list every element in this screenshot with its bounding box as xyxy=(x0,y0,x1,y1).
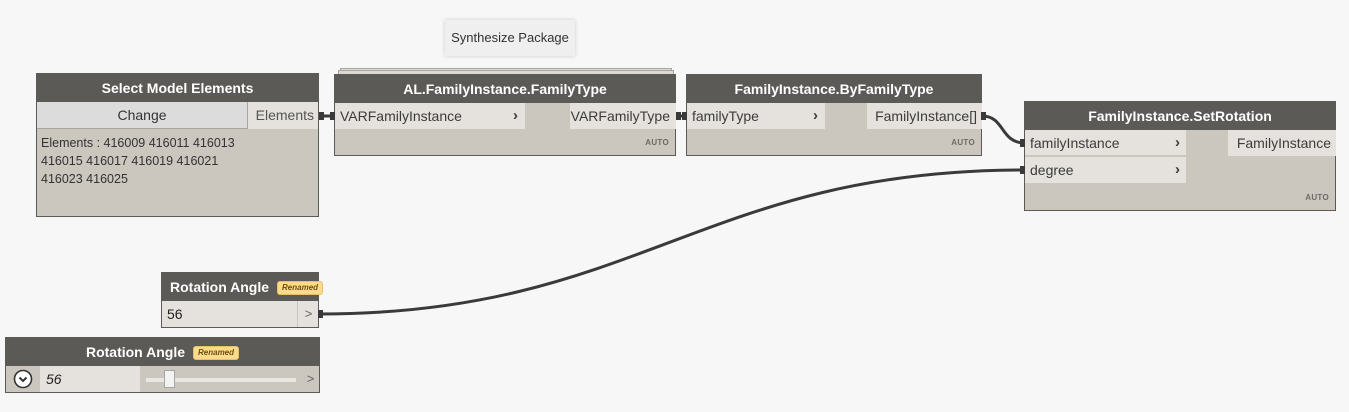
output-port-familyinstance[interactable]: FamilyInstance xyxy=(1228,130,1336,156)
input-port-familyinstance[interactable]: familyInstance › xyxy=(1025,130,1186,156)
output-port-familyinstance-list[interactable]: FamilyInstance[] xyxy=(867,103,982,129)
node-title: FamilyInstance.ByFamilyType xyxy=(687,75,981,103)
node-familyinstance-setrotation[interactable]: FamilyInstance.SetRotation familyInstanc… xyxy=(1024,101,1336,211)
port-label: familyType xyxy=(692,108,759,124)
synthesize-package-tooltip[interactable]: Synthesize Package xyxy=(445,20,575,56)
selection-preview: Elements : 416009 416011 416013 416015 4… xyxy=(41,134,235,188)
port-nub xyxy=(682,112,687,120)
preview-line: Elements : 416009 416011 416013 xyxy=(41,136,235,150)
wire-angle-to-degree xyxy=(318,168,1026,316)
port-nub xyxy=(1020,139,1025,147)
wire-instances-to-setrotation xyxy=(981,114,1026,145)
node-title: Select Model Elements xyxy=(37,74,318,102)
node-familyinstance-familytype[interactable]: AL.FamilyInstance.FamilyType VARFamilyIn… xyxy=(334,74,676,156)
output-port[interactable]: > xyxy=(304,306,313,321)
node-stack-edge xyxy=(338,70,674,76)
lacing-label[interactable]: AUTO xyxy=(645,138,669,147)
renamed-badge: Renamed xyxy=(277,281,324,296)
port-nub xyxy=(1020,166,1025,174)
change-button[interactable]: Change xyxy=(37,102,248,129)
node-select-model-elements[interactable]: Select Model Elements Change Elements El… xyxy=(36,73,319,217)
node-title: Rotation Angle xyxy=(85,344,185,360)
node-rotation-angle-number[interactable]: Rotation Angle Renamed 56 > xyxy=(161,272,324,328)
output-port-varfamilytype[interactable]: VARFamilyType xyxy=(570,103,676,129)
port-label: VARFamilyInstance xyxy=(340,108,462,124)
node-title-row: Rotation Angle Renamed xyxy=(6,338,319,366)
lacing-label[interactable]: AUTO xyxy=(1305,193,1329,202)
slider-value-input[interactable]: 56 xyxy=(40,366,140,392)
port-nub xyxy=(319,112,324,120)
input-port-varfamilyinstance[interactable]: VARFamilyInstance › xyxy=(335,103,525,129)
preview-line: 416015 416017 416019 416021 xyxy=(41,154,219,168)
output-port-elements[interactable]: Elements xyxy=(248,102,318,129)
node-familyinstance-byfamilytype[interactable]: FamilyInstance.ByFamilyType familyType ›… xyxy=(686,74,982,156)
port-nub xyxy=(318,310,323,318)
port-nub xyxy=(981,112,986,120)
chevron-right-icon: › xyxy=(513,107,518,124)
port-nub xyxy=(330,112,335,120)
renamed-badge: Renamed xyxy=(193,346,240,361)
slider-track[interactable] xyxy=(146,378,296,382)
preview-line: 416023 416025 xyxy=(41,172,128,186)
number-input[interactable]: 56 xyxy=(162,301,298,327)
port-label: degree xyxy=(1030,162,1074,178)
chevron-down-circle-icon xyxy=(13,369,33,389)
input-port-degree[interactable]: degree › xyxy=(1025,157,1186,183)
node-rotation-angle-slider[interactable]: Rotation Angle Renamed 56 > xyxy=(5,337,320,393)
port-nub xyxy=(676,112,681,120)
port-label: familyInstance xyxy=(1030,135,1120,151)
input-port-familytype[interactable]: familyType › xyxy=(687,103,825,129)
lacing-label[interactable]: AUTO xyxy=(951,138,975,147)
slider-thumb[interactable] xyxy=(164,370,175,388)
node-title: AL.FamilyInstance.FamilyType xyxy=(335,75,675,103)
output-port[interactable]: > xyxy=(306,371,315,386)
chevron-right-icon: › xyxy=(1175,161,1180,178)
node-title-row: Rotation Angle Renamed xyxy=(162,273,324,301)
expand-button[interactable] xyxy=(6,366,40,392)
chevron-right-icon: › xyxy=(813,107,818,124)
node-title: FamilyInstance.SetRotation xyxy=(1025,102,1335,130)
node-title: Rotation Angle xyxy=(170,279,270,295)
chevron-right-icon: › xyxy=(1175,134,1180,151)
